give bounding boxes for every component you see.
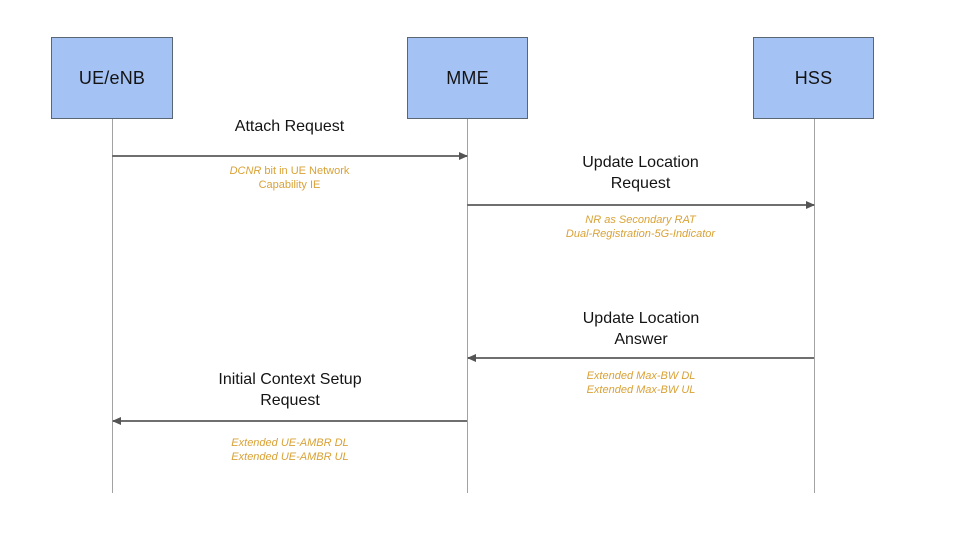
- annotation-regular-part: bit in UE Network Capability IE: [258, 165, 350, 191]
- lifeline-ue-enb: [111, 119, 113, 493]
- message-annotation-update-location-answer: Extended Max-BW DL Extended Max-BW UL: [468, 370, 814, 397]
- lifeline-mme: [466, 119, 468, 493]
- message-arrow-update-location-answer: [467, 354, 814, 361]
- lifeline-hss: [813, 119, 815, 493]
- message-arrow-attach-request: [112, 152, 468, 159]
- message-annotation-attach-request: DCNR bit in UE Network Capability IE: [112, 165, 467, 192]
- annotation-italic-part: NR as Secondary RAT Dual-Registration-5G…: [565, 214, 716, 240]
- actor-label-ue-enb: UE/eNB: [78, 67, 146, 88]
- message-label-update-location-answer: Update Location Answer: [582, 310, 700, 348]
- actor-box-hss: HSS: [753, 37, 874, 119]
- message-annotation-initial-context-setup-request: Extended UE-AMBR DL Extended UE-AMBR UL: [113, 437, 467, 464]
- actor-box-mme: MME: [407, 37, 528, 119]
- message-label-attach-request: Attach Request: [234, 118, 345, 135]
- actor-box-ue-enb: UE/eNB: [51, 37, 173, 119]
- annotation-italic-part: Extended UE-AMBR DL Extended UE-AMBR UL: [231, 437, 349, 463]
- message-label-initial-context-setup-request: Initial Context Setup Request: [218, 371, 362, 409]
- actor-label-mme: MME: [446, 67, 489, 88]
- annotation-italic-part: Extended Max-BW DL Extended Max-BW UL: [586, 370, 696, 396]
- message-label-update-location-request: Update Location Request: [582, 154, 699, 192]
- actor-label-hss: HSS: [794, 67, 833, 88]
- message-annotation-update-location-request: NR as Secondary RAT Dual-Registration-5G…: [467, 214, 814, 241]
- message-arrow-update-location-request: [467, 201, 815, 208]
- annotation-italic-part: DCNR: [229, 165, 262, 177]
- message-arrow-initial-context-setup-request: [112, 417, 467, 424]
